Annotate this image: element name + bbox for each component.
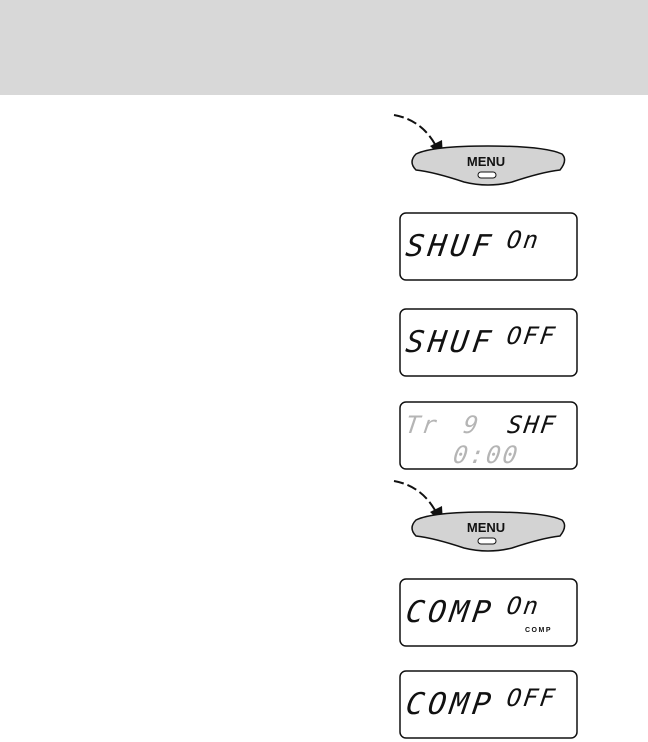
menu-button-body[interactable] <box>411 145 566 186</box>
lcd-frame <box>399 401 578 470</box>
lcd-state-text: On <box>505 226 542 254</box>
lcd-display-comp-off: COMP OFF <box>399 670 579 740</box>
lcd-display-shuffle-on: SHUF On <box>399 212 579 282</box>
lcd-display-shuffle-off: SHUF OFF <box>399 308 579 378</box>
lcd-state-text: On <box>505 592 542 620</box>
menu-button-figure: MENU <box>392 476 582 558</box>
pointer-arrow-icon <box>393 114 437 147</box>
lcd-state-text: OFF <box>505 322 558 350</box>
menu-button-slot <box>477 537 497 545</box>
menu-button-label: MENU <box>467 154 505 169</box>
pointer-arrow-icon <box>393 480 437 513</box>
menu-button-figure: MENU <box>392 110 582 192</box>
menu-button-svg: MENU <box>393 114 566 186</box>
menu-button-slot <box>477 171 497 179</box>
lcd-frame <box>399 308 578 377</box>
lcd-time-text: 0:00 <box>451 441 521 469</box>
lcd-state-text: OFF <box>505 684 558 712</box>
lcd-comp-indicator: COMP <box>525 627 552 634</box>
menu-button-label: MENU <box>467 520 505 535</box>
lcd-display-comp-on: COMP On COMP <box>399 578 579 648</box>
menu-button-body[interactable] <box>411 511 566 552</box>
lcd-frame <box>399 670 578 739</box>
menu-button-svg: MENU <box>393 480 566 552</box>
lcd-main-text: SHUF <box>404 229 497 264</box>
lcd-frame <box>399 578 578 647</box>
lcd-track-label: Tr <box>404 411 441 439</box>
lcd-frame <box>399 212 578 281</box>
lcd-mode-text: SHF <box>506 411 559 439</box>
header-band <box>0 0 648 95</box>
lcd-display-track: Tr 9 SHF 0:00 <box>399 401 579 471</box>
lcd-main-text: COMP <box>404 595 497 630</box>
lcd-track-number: 9 <box>462 411 482 439</box>
lcd-main-text: COMP <box>404 687 497 722</box>
lcd-main-text: SHUF <box>404 325 497 360</box>
